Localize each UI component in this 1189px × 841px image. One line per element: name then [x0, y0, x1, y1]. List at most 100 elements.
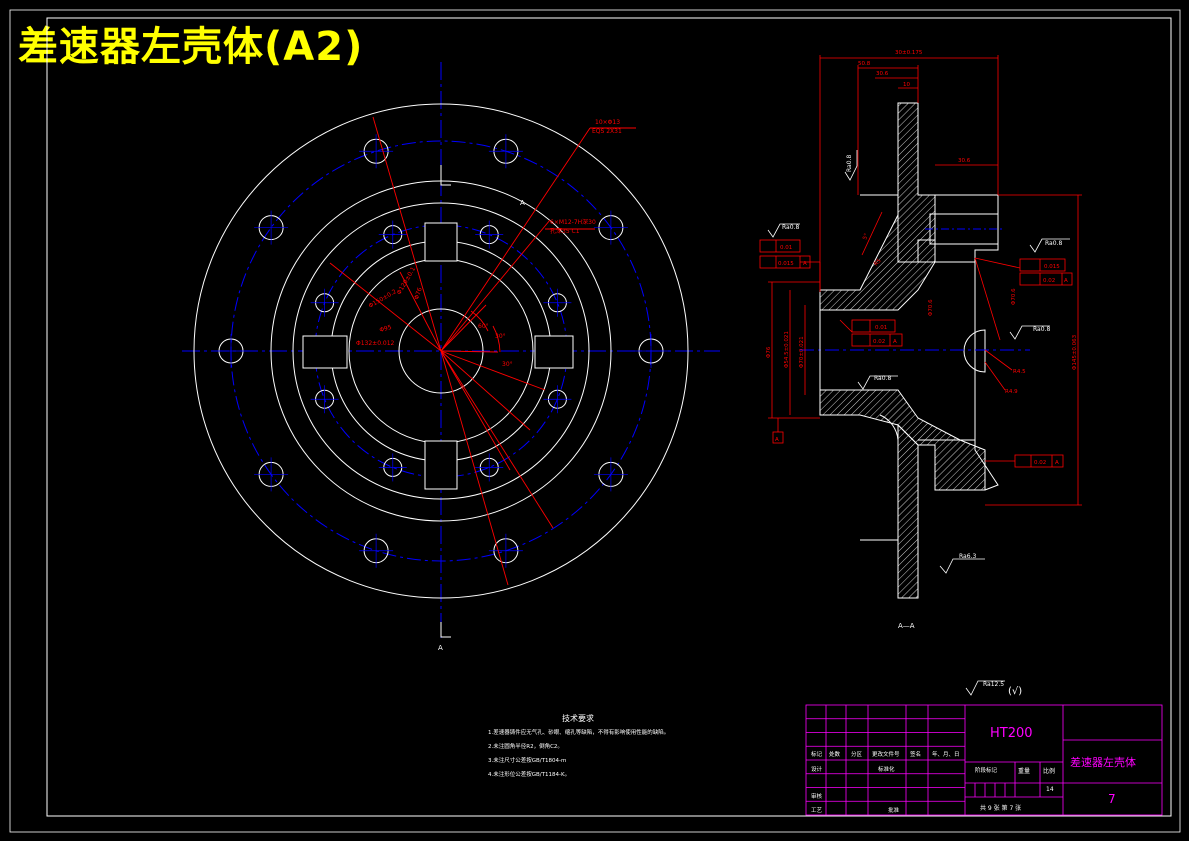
- tb-change-doc: 更改文件号: [872, 752, 900, 758]
- roughness-general-rest: (√): [1008, 686, 1022, 697]
- tb-count: 处数: [829, 752, 841, 758]
- roughness-1-mark: [767, 223, 800, 238]
- sdim-r3: R5: [873, 258, 883, 268]
- datum-box: [772, 431, 784, 444]
- tol-frame-3-val: 0.015: [1044, 264, 1060, 270]
- inner-frame: [46, 17, 1172, 817]
- title-block: [805, 704, 1163, 816]
- flange-outer-circle: [193, 103, 689, 599]
- tb-zone: 分区: [851, 752, 863, 758]
- sdim-r-leader-2: [984, 349, 1013, 371]
- dim-line-10: [440, 350, 499, 353]
- section-dimension-text: 30±0.175 50.8 30.6 10 30.6 Φ76 Φ54.5±0.0…: [766, 50, 1078, 395]
- slot-windows: [302, 222, 574, 490]
- groove: [963, 329, 986, 373]
- sdim-top-b: 30.6: [876, 71, 889, 77]
- angle-30-label-b: 30°: [502, 361, 513, 368]
- roughness-3: Ra0.8: [1029, 238, 1070, 253]
- tol-frame-6: [851, 333, 903, 347]
- d132-label: Φ132±0.012: [356, 340, 395, 347]
- inner-bolt-holes: [310, 220, 572, 482]
- roughness-2-label: Ra0.8: [846, 155, 853, 172]
- bore-circle: [398, 308, 484, 394]
- roughness-5: Ra0.8: [857, 375, 898, 390]
- tb-sheet: 共 9 张 第 7 张: [980, 805, 1022, 812]
- tb-material: HT200: [990, 726, 1033, 741]
- roughness-3-label: Ra0.8: [1045, 240, 1062, 247]
- sdim-top-a: 50.8: [858, 61, 871, 67]
- tb-check: 审核: [811, 794, 823, 800]
- tol-frame-4-ref: A: [1064, 278, 1068, 284]
- roughness-1: Ra0.8: [767, 223, 800, 238]
- angle-arc-60: [470, 310, 489, 332]
- flange-section-bottom: [897, 423, 919, 599]
- sdim-right-text: Φ145±0.063: [1072, 334, 1078, 370]
- sdim-left-1: Φ76: [766, 346, 772, 358]
- roughness-5-label: Ra0.8: [874, 375, 891, 382]
- tol-leader-3: [839, 319, 853, 333]
- datum-letter: A: [775, 437, 779, 443]
- thread-label: 6×M12-7H深30: [550, 218, 596, 226]
- sdim-left-2: Φ54.5±0.021: [784, 331, 790, 368]
- roughness-general-label: Ra12.5: [983, 681, 1004, 688]
- roughness-1-label: Ra0.8: [782, 224, 799, 231]
- tol-frame-6-ref: A: [893, 339, 897, 345]
- sdim-top-total: 30±0.175: [895, 50, 923, 56]
- tb-drawing-no: 7: [1108, 792, 1116, 806]
- roughness-6-mark: [939, 558, 985, 574]
- dim-line-2: [440, 350, 509, 586]
- tol-frame-1-val: 0.01: [780, 245, 792, 251]
- tol-frame-6-val: 0.02: [873, 339, 885, 345]
- tb-signature: 签名: [910, 752, 922, 758]
- d150-label: Φ150±0.2: [368, 288, 398, 310]
- tol-frame-4: [1019, 272, 1073, 286]
- roughness-3-mark: [1029, 238, 1070, 253]
- sdim-left-3: Φ70±0.021: [799, 336, 805, 368]
- dim-line-12: [399, 271, 442, 352]
- tech-requirements: 技术要求 1.差速器铸件应无气孔、砂眼、缩孔等缺陷，不得有影响使用性能的缺陷。 …: [488, 712, 788, 782]
- dim-line-3: [440, 350, 554, 529]
- tb-left-grid: [806, 705, 965, 815]
- sdim-mid-text: 30.6: [958, 158, 971, 164]
- tol-frame-7: [1014, 454, 1064, 468]
- sdim-angle-line: [861, 211, 883, 256]
- slot-right: [534, 335, 574, 369]
- slot-top: [424, 222, 458, 262]
- roughness-2: Ra0.8: [844, 150, 858, 181]
- roughness-2-mark: [844, 150, 858, 181]
- section-letter-bottom: A: [438, 644, 443, 652]
- tech-heading: 技术要求: [562, 714, 594, 723]
- dim-line-7: [440, 350, 546, 391]
- tb-stage: 阶段标记: [975, 768, 998, 774]
- tol-frame-2-ref: A: [803, 261, 807, 267]
- dim-line-11: [440, 304, 487, 352]
- slot-left: [302, 335, 348, 369]
- tol-frame-5-val: 0.01: [875, 325, 887, 331]
- dim-line-9: [440, 350, 511, 471]
- section-mark-bottom: [440, 622, 451, 638]
- sdim-r1: R4.5: [1013, 369, 1026, 375]
- front-dimension-text: 10×Φ13 EQS 2X31 6×M12-7H深30 孔深35 C1 Φ76 …: [356, 119, 622, 368]
- tb-mark: 标记: [811, 752, 823, 758]
- dim-line-1: [372, 116, 442, 352]
- tol-frame-4-val: 0.02: [1043, 278, 1055, 284]
- tb-approve: 批准: [888, 808, 900, 814]
- sdim-small: Φ70.6: [928, 299, 934, 316]
- sdim-r-leader-1: [974, 257, 1001, 341]
- tb-standardize: 标准化: [878, 767, 895, 773]
- roughness-4: Ra0.8: [1009, 325, 1050, 340]
- section-dimensions: [768, 55, 1082, 506]
- tol-frame-3: [1019, 258, 1066, 272]
- tol-frame-7-ref: A: [1055, 460, 1059, 466]
- flange-section-top: [897, 102, 936, 263]
- tech-item: 1.差速器铸件应无气孔、砂眼、缩孔等缺陷，不得有影响使用性能的缺陷。: [488, 730, 670, 736]
- angle-arc-30: [492, 325, 501, 353]
- hub-section-bottom: [819, 389, 986, 491]
- roughness-6: Ra6.3: [939, 553, 985, 574]
- tech-item: 4.未注形位公差按GB/T1184-K。: [488, 772, 571, 778]
- tb-num: 14: [1046, 786, 1054, 793]
- tol-leader-2: [974, 257, 1021, 269]
- tb-process: 工艺: [811, 808, 823, 814]
- hub-circle-1: [292, 202, 590, 500]
- tol-frame-7-val: 0.02: [1034, 460, 1046, 466]
